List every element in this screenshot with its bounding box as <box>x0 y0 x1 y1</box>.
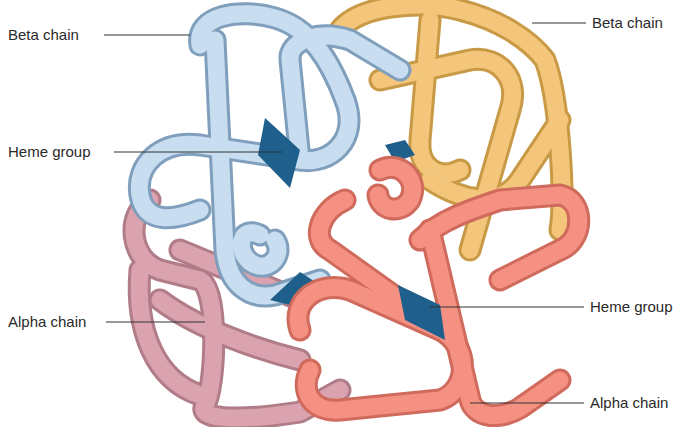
leader-line <box>104 23 586 403</box>
heme-diamond <box>398 285 445 340</box>
alpha-chain-tube <box>298 167 579 415</box>
part-label: Heme group <box>590 298 673 316</box>
beta-chain-tube <box>139 14 400 296</box>
part-label: Beta chain <box>8 26 79 44</box>
part-label: Alpha chain <box>590 394 668 412</box>
part-label: Beta chain <box>592 14 663 32</box>
part-label: Heme group <box>8 143 91 161</box>
part-label: Alpha chain <box>8 313 86 331</box>
